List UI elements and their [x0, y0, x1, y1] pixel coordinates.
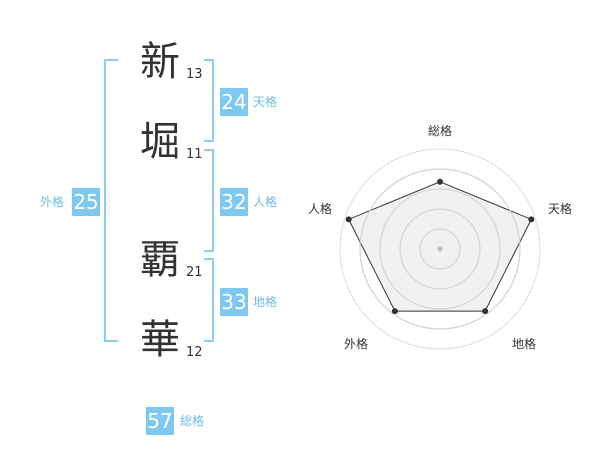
tenkaku-label: 天格 [253, 95, 278, 109]
gaikaku-bracket [104, 59, 118, 342]
gaikaku-label: 外格 [40, 195, 65, 209]
chikaku-bracket [204, 258, 214, 342]
radar-point-3 [482, 308, 489, 315]
name-char-3: 覇 [140, 237, 180, 283]
jinkaku-label: 人格 [253, 195, 278, 209]
stroke-count-2: 11 [186, 147, 203, 162]
name-char-1: 新 [140, 39, 180, 85]
chikaku-value: 33 [220, 288, 248, 316]
radar-ring-overlay-3 [379, 188, 501, 310]
radar-point-5 [345, 216, 352, 223]
soukaku-value: 57 [146, 407, 174, 435]
radar-axis-label-2: 天格 [548, 201, 572, 216]
radar-point-4 [391, 308, 398, 315]
radar-outer-ring [339, 148, 541, 350]
radar-ring-overlay-4 [359, 168, 521, 330]
radar-ring-overlay-1 [419, 228, 461, 270]
name-char-4: 華 [140, 317, 180, 363]
radar-point-1 [437, 178, 443, 185]
stroke-count-4: 12 [186, 345, 203, 360]
radar-axis-label-1: 総格 [428, 123, 452, 138]
stroke-count-3: 21 [186, 265, 203, 280]
tenkaku-value: 24 [220, 88, 248, 116]
radar-axis-label-3: 地格 [512, 336, 536, 351]
radar-axis-label-5: 人格 [308, 201, 332, 216]
radar-point-2 [528, 216, 535, 223]
gaikaku-value: 25 [72, 188, 100, 216]
radar-axis-label-4: 外格 [344, 336, 368, 351]
soukaku-label: 総格 [180, 414, 205, 428]
stroke-count-1: 13 [186, 67, 203, 82]
tenkaku-bracket [204, 59, 214, 142]
chikaku-label: 地格 [253, 295, 278, 309]
radar-ring-overlay-2 [399, 208, 481, 290]
name-char-2: 堀 [140, 119, 180, 165]
radar-value-polygon [348, 181, 532, 312]
jinkaku-value: 32 [220, 188, 248, 216]
jinkaku-bracket [204, 149, 214, 252]
radar-center-dot [437, 246, 443, 252]
